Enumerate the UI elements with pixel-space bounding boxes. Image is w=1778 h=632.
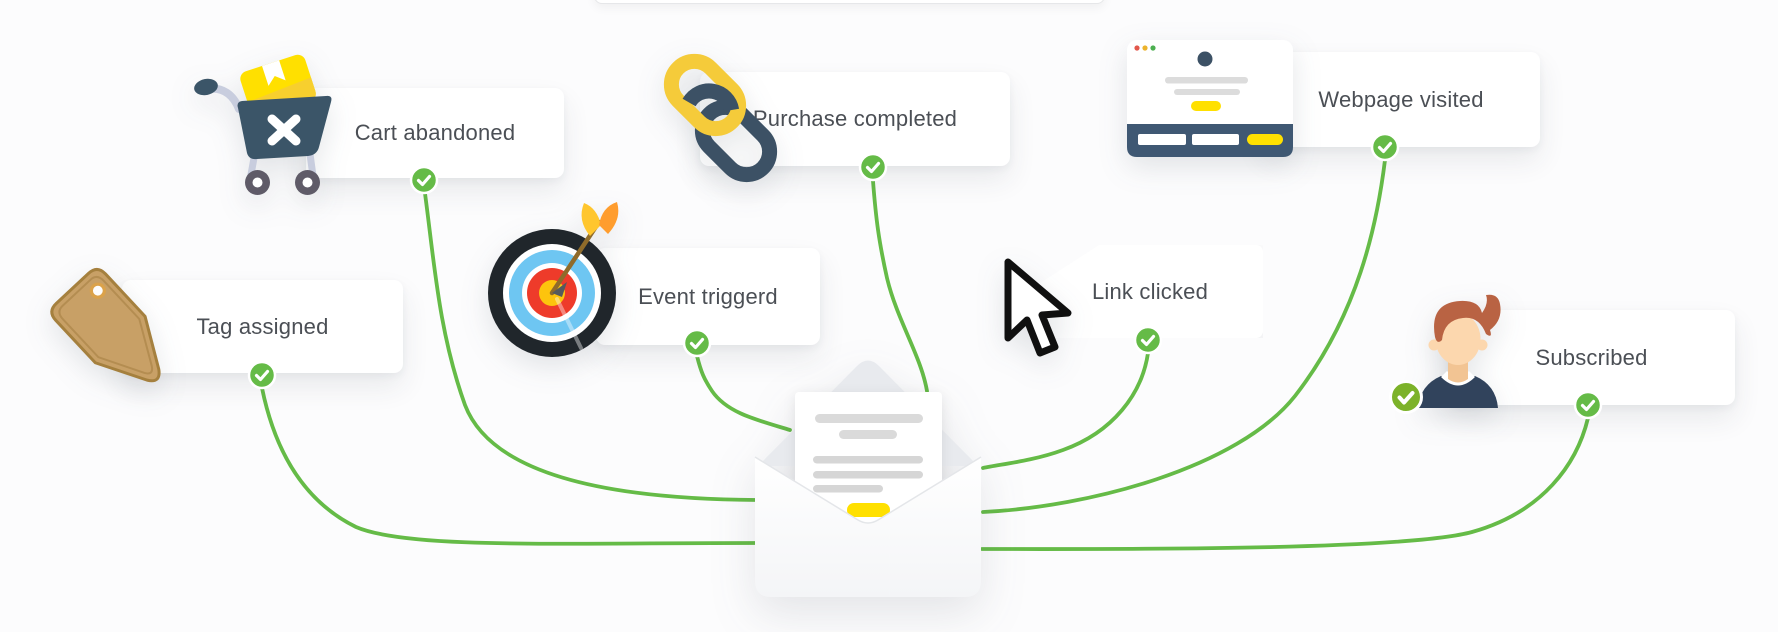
trigger-card-webpage-visited[interactable]: Webpage visited [1262,52,1540,147]
connector-webpage-visited [981,158,1387,514]
connector-event-triggered [695,354,792,432]
mouse-cursor-icon [1004,258,1072,357]
connected-check-icon [682,328,712,358]
trigger-label: Tag assigned [196,313,329,339]
connected-check-icon [409,165,439,195]
connector-cart-abandoned [422,184,759,502]
chain-link-icon [663,53,778,183]
connected-check-icon [858,152,888,182]
person-avatar-icon [1418,294,1501,408]
trigger-label: Subscribed [1535,344,1648,370]
trigger-card-subscribed[interactable]: Subscribed [1448,310,1735,405]
connected-check-icon [1573,390,1603,420]
connector-link-clicked [981,351,1150,470]
connector-purchase-completed [871,179,929,393]
connector-subscribed [980,416,1590,551]
shopping-cart-icon [194,54,332,195]
trigger-card-tag-assigned[interactable]: Tag assigned [122,280,403,373]
trigger-card-event-triggered[interactable]: Event triggerd [596,248,820,345]
subscriber-check-badge-icon [1389,380,1423,414]
connected-check-icon [247,360,277,390]
target-arrow-icon [488,202,619,357]
browser-window-icon [1127,40,1293,157]
trigger-label: Event triggerd [638,283,778,309]
trigger-label: Webpage visited [1318,86,1484,112]
connector-tag-assigned [260,386,758,546]
connected-check-icon [1133,325,1163,355]
connected-check-icon [1370,132,1400,162]
letter-button [847,503,890,517]
trigger-label: Purchase completed [752,106,958,131]
trigger-label: Cart abandoned [354,120,516,145]
price-tag-icon [50,267,161,383]
trigger-label: Link clicked [1091,278,1209,304]
trigger-card-cart-abandoned[interactable]: Cart abandoned [306,88,564,178]
